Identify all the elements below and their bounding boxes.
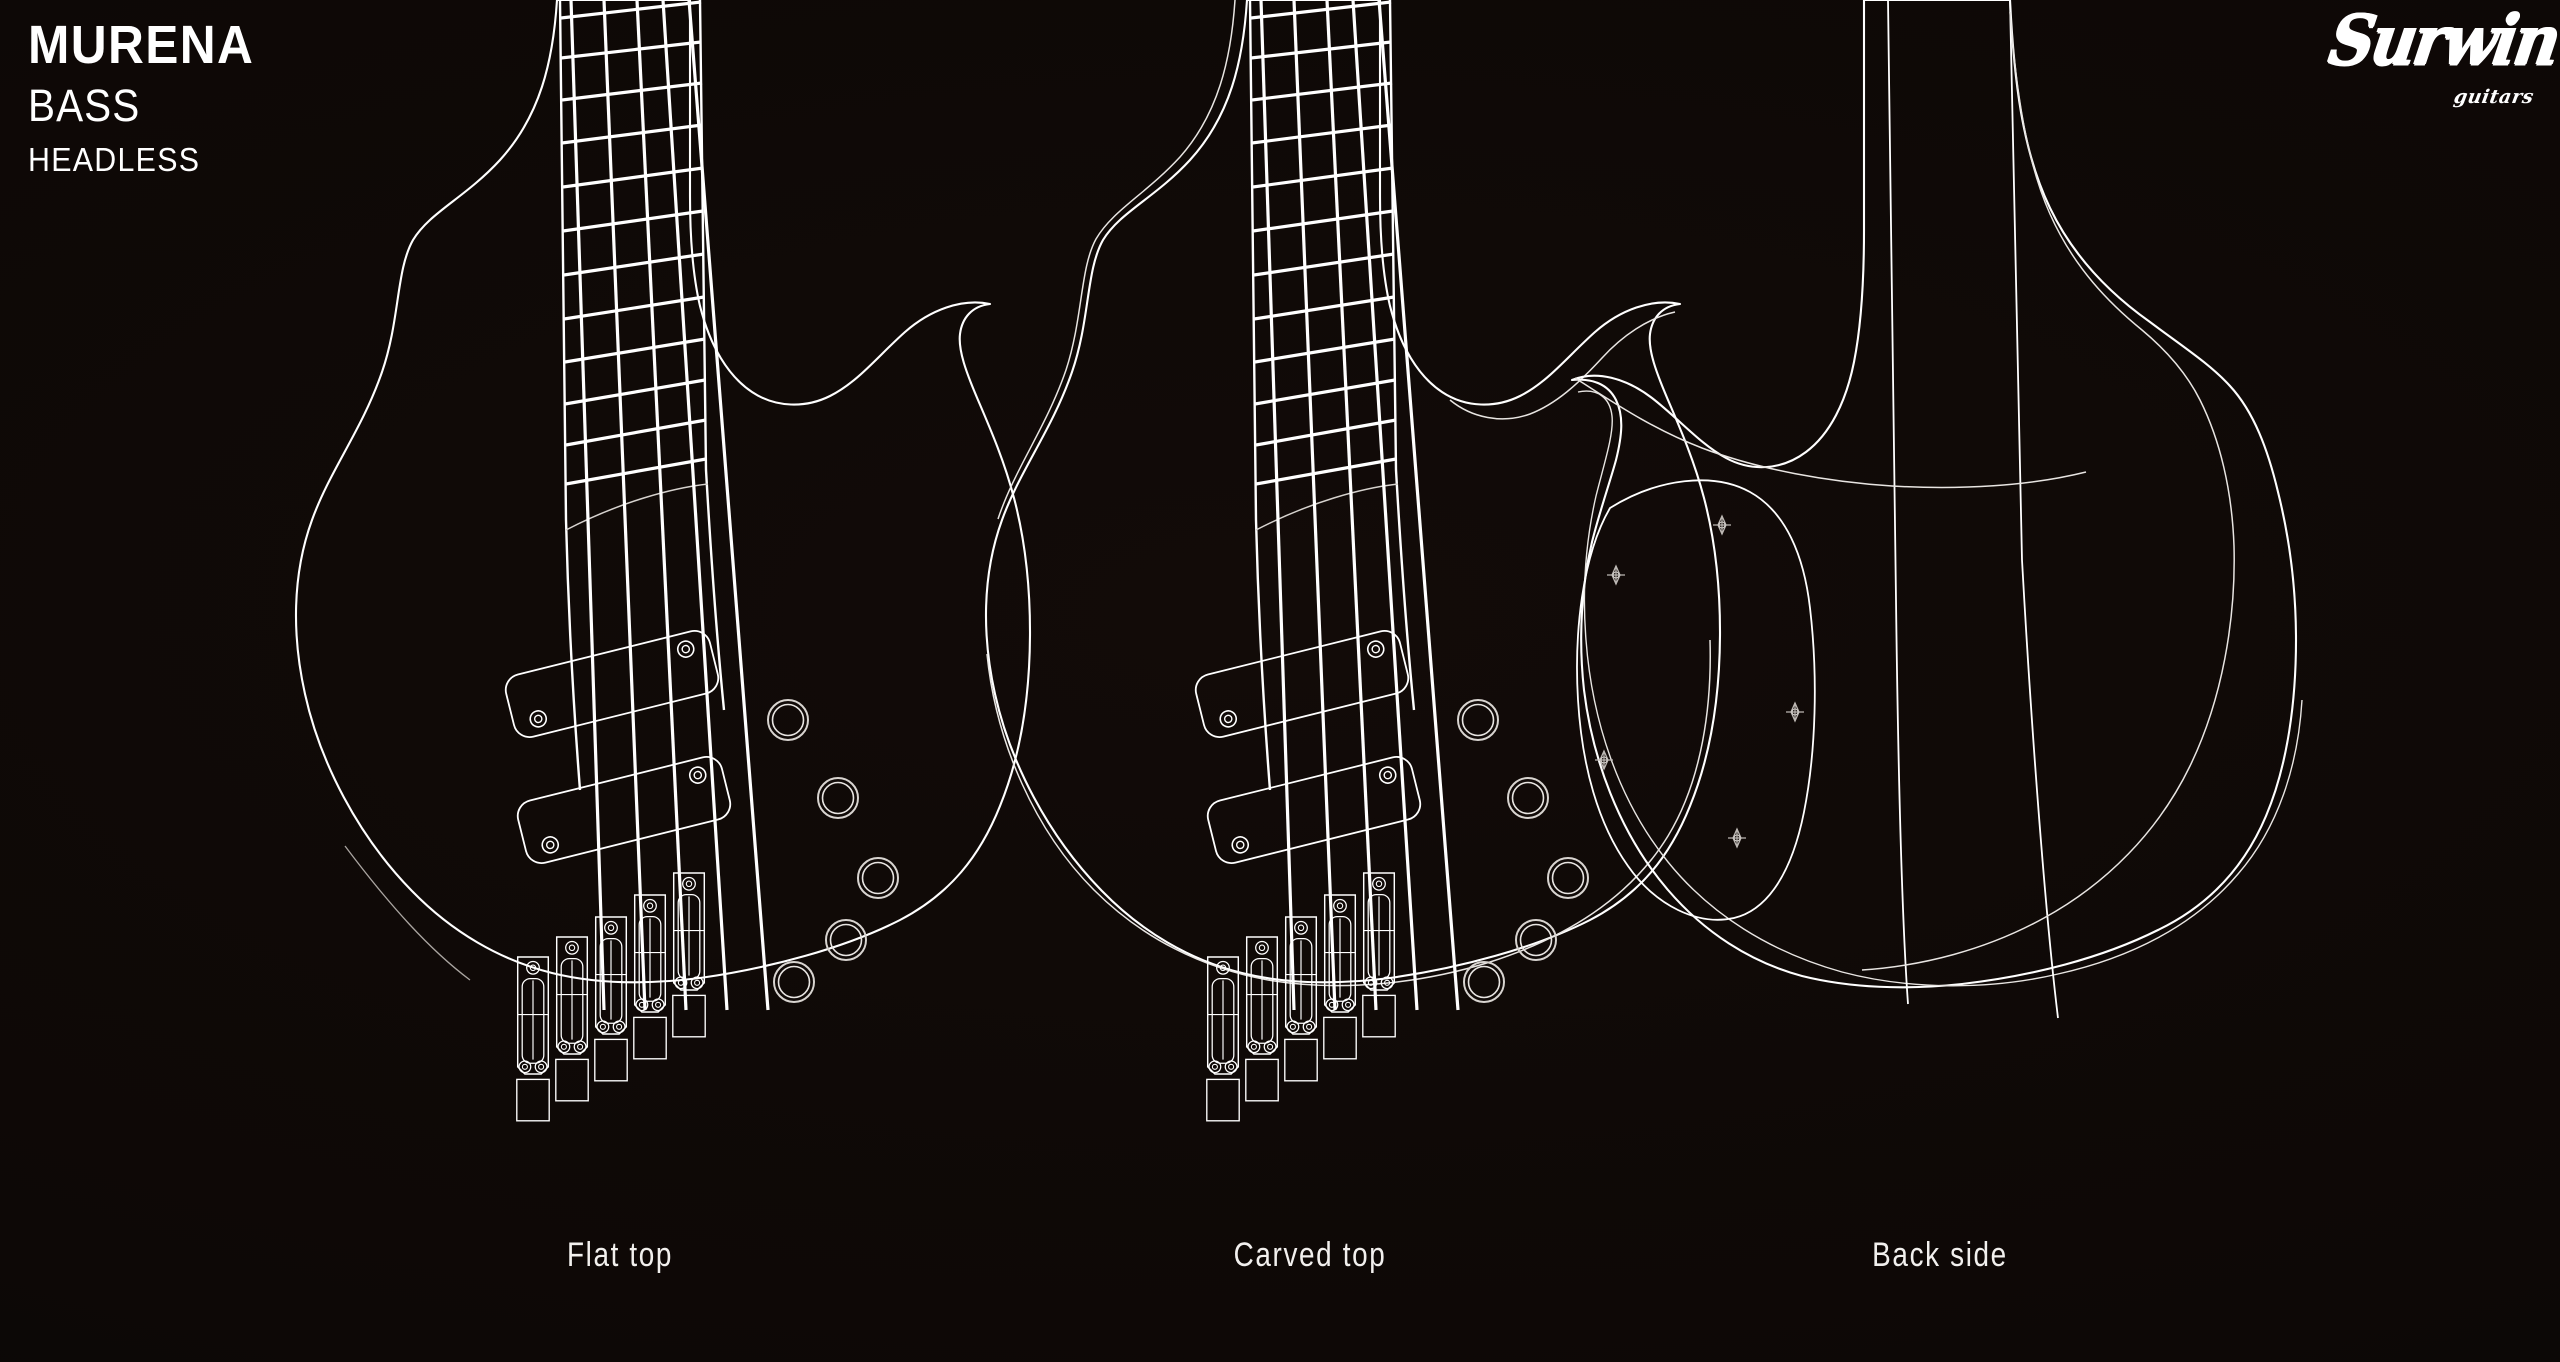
view-caption-back-side: Back side — [1872, 1236, 2008, 1274]
brand-logo: Surwin guitars — [2324, 0, 2560, 122]
page-title-model: MURENA — [28, 15, 255, 75]
title-block: MURENA BASS HEADLESS — [28, 15, 274, 178]
view-caption-flat-top: Flat top — [566, 1236, 674, 1274]
page-title-instrument: BASS — [28, 80, 141, 132]
brand-tagline: guitars — [2452, 86, 2536, 108]
brand-wordmark: Surwin — [2324, 0, 2560, 82]
page-title-configuration: HEADLESS — [28, 140, 201, 178]
view-caption-carved-top: Carved top — [1233, 1236, 1387, 1274]
